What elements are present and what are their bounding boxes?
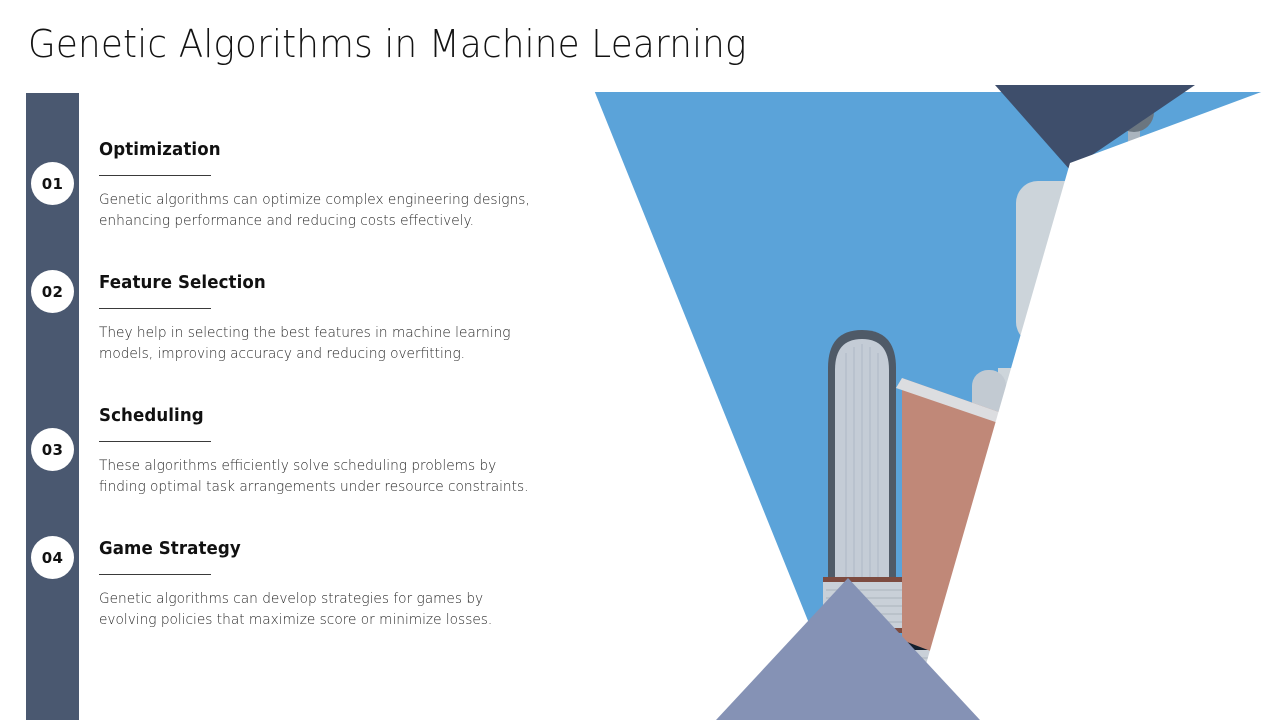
list-item-heading: Feature Selection: [99, 273, 266, 293]
heading-divider: [99, 441, 211, 442]
step-number-badge: 03: [31, 428, 74, 471]
navy-triangle-shape: [995, 85, 1195, 170]
list-items: 01 Optimization Genetic algorithms can o…: [0, 85, 580, 720]
white-wedge-left: [580, 85, 848, 720]
list-item-heading: Game Strategy: [99, 539, 241, 559]
step-number-badge: 01: [31, 162, 74, 205]
list-item-body: Scheduling These algorithms efficiently …: [99, 406, 544, 498]
step-number-badge: 04: [31, 536, 74, 579]
robot-reading-illustration: [580, 85, 1280, 720]
list-item-body: Optimization Genetic algorithms can opti…: [99, 140, 544, 232]
standing-book: [828, 330, 896, 583]
page-title: Genetic Algorithms in Machine Learning: [28, 22, 747, 66]
list-item-body: Game Strategy Genetic algorithms can dev…: [99, 539, 544, 631]
list-item-description: They help in selecting the best features…: [99, 325, 511, 362]
step-number-badge: 02: [31, 270, 74, 313]
heading-divider: [99, 308, 211, 309]
heading-divider: [99, 574, 211, 575]
list-item-description: Genetic algorithms can optimize complex …: [99, 192, 530, 229]
list-item-heading: Optimization: [99, 140, 221, 160]
list-item-body: Feature Selection They help in selecting…: [99, 273, 544, 365]
white-wedge-right: [910, 85, 1280, 720]
list-item-description: Genetic algorithms can develop strategie…: [99, 591, 493, 628]
list-item-description: These algorithms efficiently solve sched…: [99, 458, 529, 495]
heading-divider: [99, 175, 211, 176]
content-list-panel: 01 Optimization Genetic algorithms can o…: [0, 85, 580, 720]
gray-blue-triangle-shape: [716, 578, 980, 720]
list-item-heading: Scheduling: [99, 406, 204, 426]
